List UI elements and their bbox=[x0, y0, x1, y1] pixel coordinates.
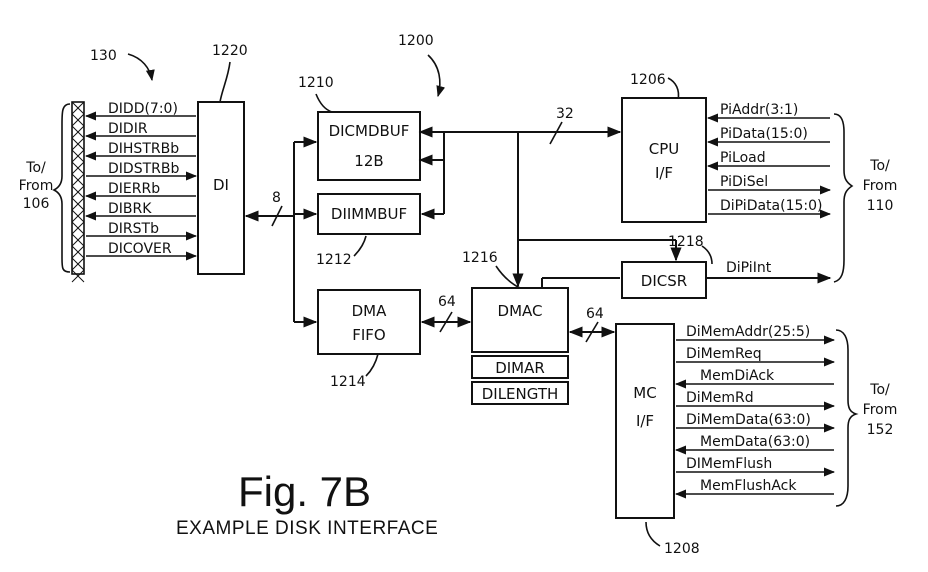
left-signal-label: DIBRK bbox=[108, 201, 152, 217]
left-signals: DIDD(7:0) DIDIR DIHSTRBbDIDSTRBbDIERRbDIBR… bbox=[84, 101, 198, 261]
mc-signal-label: DiMemAddr(25:5) bbox=[686, 324, 810, 340]
cpu-group-line2: From bbox=[863, 178, 898, 194]
mc-signal-label: MemDiAck bbox=[700, 368, 775, 384]
cpu-group: To/ From 110 bbox=[833, 113, 898, 283]
di-label: DI bbox=[213, 176, 229, 194]
cpu-if-label-1: CPU bbox=[649, 140, 680, 158]
cpu-group-line1: To/ bbox=[869, 158, 890, 174]
dipiint-label: DiPiInt bbox=[726, 260, 772, 276]
ref-1212-label: 1212 bbox=[316, 252, 352, 268]
internal-wiring: 8 32 DiPiInt 64 64 bbox=[244, 106, 832, 343]
mc-signal-label: MemData(63:0) bbox=[700, 434, 810, 450]
ref-1200-label: 1200 bbox=[398, 33, 434, 49]
left-signal-label: DICOVER bbox=[108, 241, 172, 257]
dicsr-label: DICSR bbox=[641, 272, 687, 290]
left-signal-label: DIRSTb bbox=[108, 221, 159, 237]
mc-signal-label: DIMemFlush bbox=[686, 456, 772, 472]
left-signal-label: DIDSTRBb bbox=[108, 161, 179, 177]
figure-title: Fig. 7B bbox=[238, 468, 371, 515]
mc-signal-label: DiMemRd bbox=[686, 390, 754, 406]
left-signal-label: DIDD(7:0) bbox=[108, 101, 178, 117]
ref-1200: 1200 bbox=[398, 33, 446, 98]
mc-signal-label: DiMemData(63:0) bbox=[686, 412, 811, 428]
left-group-line2: From bbox=[19, 178, 54, 194]
dmac-label: DMAC bbox=[498, 302, 543, 320]
diimmbuf-block: DIIMMBUF bbox=[317, 193, 421, 235]
dicmdbuf-block: DICMDBUF 12B bbox=[317, 111, 421, 181]
ref-1220: 1220 bbox=[212, 43, 248, 103]
dicsr-block: DICSR bbox=[621, 261, 707, 299]
left-group-line3: 106 bbox=[23, 196, 50, 212]
cpu-signal-label: PiDiSel bbox=[720, 174, 768, 190]
mc-group-line3: 152 bbox=[867, 422, 894, 438]
mc-group-line2: From bbox=[863, 402, 898, 418]
dma-fifo-label-1: DMA bbox=[352, 302, 387, 320]
diimmbuf-label: DIIMMBUF bbox=[331, 205, 407, 223]
left-signal-label: DIHSTRBb bbox=[108, 141, 179, 157]
ref-130: 130 bbox=[90, 48, 155, 82]
left-group: To/ From 106 bbox=[19, 103, 71, 273]
ref-1214-label: 1214 bbox=[330, 374, 366, 390]
ref-1214: 1214 bbox=[330, 353, 379, 390]
cpu-if-block: CPU I/F bbox=[621, 97, 707, 223]
di-bus-width: 8 bbox=[272, 190, 281, 206]
mc-if-block: MC I/F bbox=[615, 323, 675, 519]
mc-group-line1: To/ bbox=[869, 382, 890, 398]
mc-group: To/ From 152 bbox=[835, 329, 898, 507]
cpu-signal-label: DiPiData(15:0) bbox=[720, 198, 822, 214]
cpu-group-line3: 110 bbox=[867, 198, 894, 214]
dimar-label: DIMAR bbox=[495, 359, 545, 377]
ref-1212: 1212 bbox=[316, 235, 367, 268]
left-signal-label: DIERRb bbox=[108, 181, 160, 197]
ref-1210-label: 1210 bbox=[298, 75, 334, 91]
cpu-signal-label: PiLoad bbox=[720, 150, 766, 166]
ref-1216: 1216 bbox=[462, 250, 521, 289]
ref-1218-label: 1218 bbox=[668, 234, 704, 250]
dmac-block: DMAC DIMAR DILENGTH bbox=[471, 287, 569, 405]
cpu-signal-label: PiAddr(3:1) bbox=[720, 102, 798, 118]
dicmdbuf-size: 12B bbox=[354, 152, 383, 170]
cpu-signals: PiAddr(3:1) PiData(15:0) PiLoadPiDiSelDiPi… bbox=[706, 102, 832, 219]
mc-signals: DiMemAddr(25:5) DiMemReqMemDiAckDiMemRdDi… bbox=[674, 324, 836, 499]
ref-1220-label: 1220 bbox=[212, 43, 248, 59]
mc-if-label-2: I/F bbox=[636, 412, 654, 430]
mc-signal-label: MemFlushAck bbox=[700, 478, 797, 494]
left-signal-label: DIDIR bbox=[108, 121, 148, 137]
left-group-line1: To/ bbox=[25, 160, 46, 176]
ref-1218: 1218 bbox=[668, 234, 713, 265]
cpu-signal-label: PiData(15:0) bbox=[720, 126, 808, 142]
di-block: DI bbox=[197, 101, 245, 275]
dmac-mc-width: 64 bbox=[586, 306, 604, 322]
ref-1206-label: 1206 bbox=[630, 72, 666, 88]
ref-130-label: 130 bbox=[90, 48, 117, 64]
dma-fifo-block: DMA FIFO bbox=[317, 289, 421, 355]
connector-strip bbox=[71, 101, 85, 283]
ref-1206: 1206 bbox=[630, 72, 680, 101]
dilength-label: DILENGTH bbox=[482, 385, 559, 403]
ref-1210: 1210 bbox=[298, 75, 334, 113]
mc-if-label-1: MC bbox=[633, 384, 656, 402]
cpu-bus-width: 32 bbox=[556, 106, 574, 122]
fifo-dmac-width: 64 bbox=[438, 294, 456, 310]
cpu-if-label-2: I/F bbox=[655, 164, 673, 182]
ref-1208-label: 1208 bbox=[664, 541, 700, 557]
dicmdbuf-label: DICMDBUF bbox=[329, 122, 410, 140]
ref-1216-label: 1216 bbox=[462, 250, 498, 266]
ref-1208: 1208 bbox=[645, 521, 700, 557]
figure-caption: EXAMPLE DISK INTERFACE bbox=[176, 518, 438, 539]
dma-fifo-label-2: FIFO bbox=[352, 326, 386, 344]
mc-signal-label: DiMemReq bbox=[686, 346, 762, 362]
